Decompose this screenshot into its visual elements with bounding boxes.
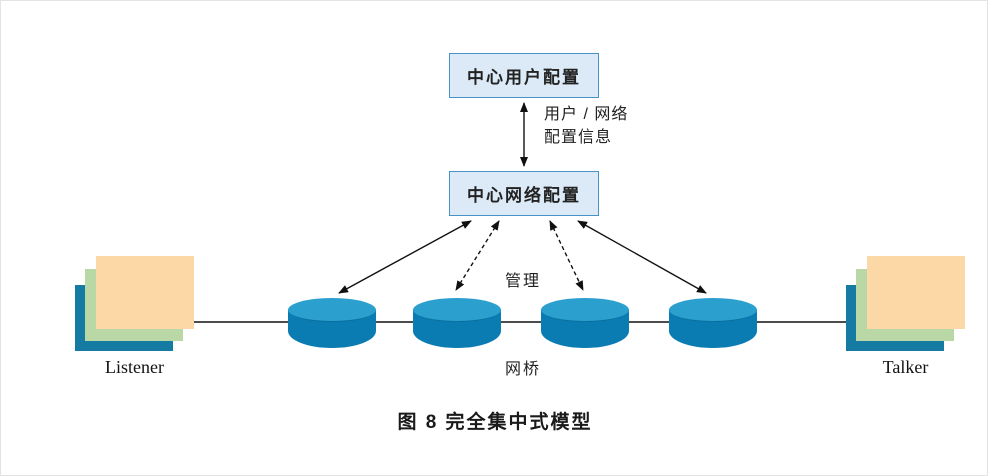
bridge-cylinder-1: [288, 298, 376, 348]
central-user-config-label: 中心用户配置: [467, 68, 581, 87]
user-network-info-line1: 用户 / 网络: [544, 106, 629, 123]
cylinder-top: [288, 298, 376, 322]
bridge-cylinder-3: [541, 298, 629, 348]
edge-manage-bridge4: [577, 220, 707, 294]
manage-label: 管理: [504, 273, 542, 290]
stack-rect-front: [96, 256, 194, 329]
talker-node: Talker: [846, 256, 965, 386]
talker-label: Talker: [882, 357, 929, 377]
cylinder-top: [541, 298, 629, 322]
cylinder-top: [669, 298, 757, 322]
central-user-config-node: 中心用户配置: [449, 53, 599, 98]
bridge-cylinder-4: [669, 298, 757, 348]
listener-node: Listener: [75, 256, 194, 386]
user-network-info-line2: 配置信息: [544, 129, 613, 146]
user-network-info-label: 用户 / 网络 配置信息: [544, 103, 628, 149]
central-network-config-label: 中心网络配置: [467, 186, 581, 205]
figure-caption: 图 8 完全集中式模型: [397, 412, 593, 433]
edge-manage-bridge1: [338, 220, 472, 294]
bridge-label: 网桥: [504, 361, 542, 378]
listener-label: Listener: [105, 357, 164, 377]
central-network-config-node: 中心网络配置: [449, 171, 599, 216]
bridge-cylinder-2: [413, 298, 501, 348]
edge-manage-bridge2: [455, 220, 500, 291]
edge-manage-bridge3: [549, 220, 584, 291]
stack-rect-front: [867, 256, 965, 329]
cylinder-top: [413, 298, 501, 322]
